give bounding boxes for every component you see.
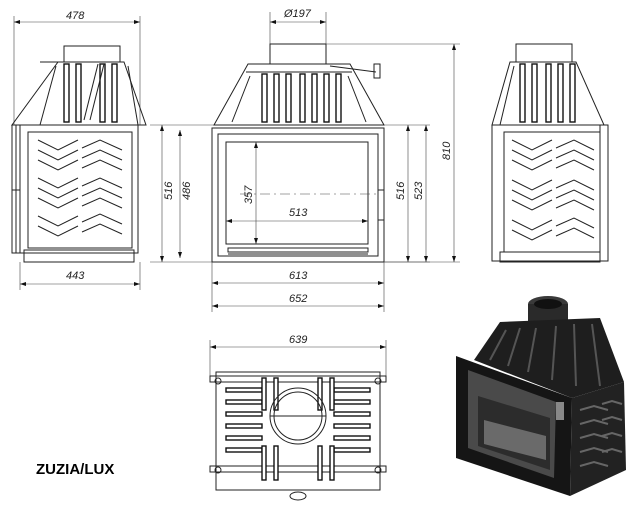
front-view: Ø197 357 (211, 8, 385, 312)
dim-glass-height: 357 (243, 185, 255, 204)
side-left-chevron-pattern (37, 139, 123, 237)
dim-top-width: 639 (289, 334, 307, 346)
side-view-left: 478 (11, 10, 147, 290)
fireplace-3d-render (456, 296, 626, 496)
dim-front-width-652: 652 (289, 293, 307, 305)
model-title: ZUZIA/LUX (36, 461, 114, 478)
top-view-ribs (225, 377, 371, 481)
side-right-chevron-pattern (511, 139, 595, 241)
dim-front-height-outer: 516 (163, 181, 175, 200)
dim-side-top-width: 478 (66, 10, 85, 22)
front-hood-ribs (231, 73, 367, 123)
dim-front-right-523: 523 (413, 181, 425, 200)
dim-front-height-inner: 486 (181, 181, 193, 200)
dim-total-height: 810 (441, 141, 453, 160)
top-view: 639 (209, 334, 387, 501)
dim-front-width-613: 613 (289, 270, 308, 282)
side-left-hood-ribs (39, 63, 139, 126)
dim-front-right: 516 523 810 (326, 43, 460, 263)
dim-glass-width: 513 (289, 207, 308, 219)
dim-flue-diameter: Ø197 (283, 8, 312, 20)
side-view-right (491, 43, 609, 263)
dim-front-left-516: 516 486 (150, 124, 220, 263)
dim-front-right-516: 516 (395, 181, 407, 200)
dim-side-bottom-width: 443 (66, 270, 85, 282)
side-right-hood-ribs (499, 63, 576, 126)
